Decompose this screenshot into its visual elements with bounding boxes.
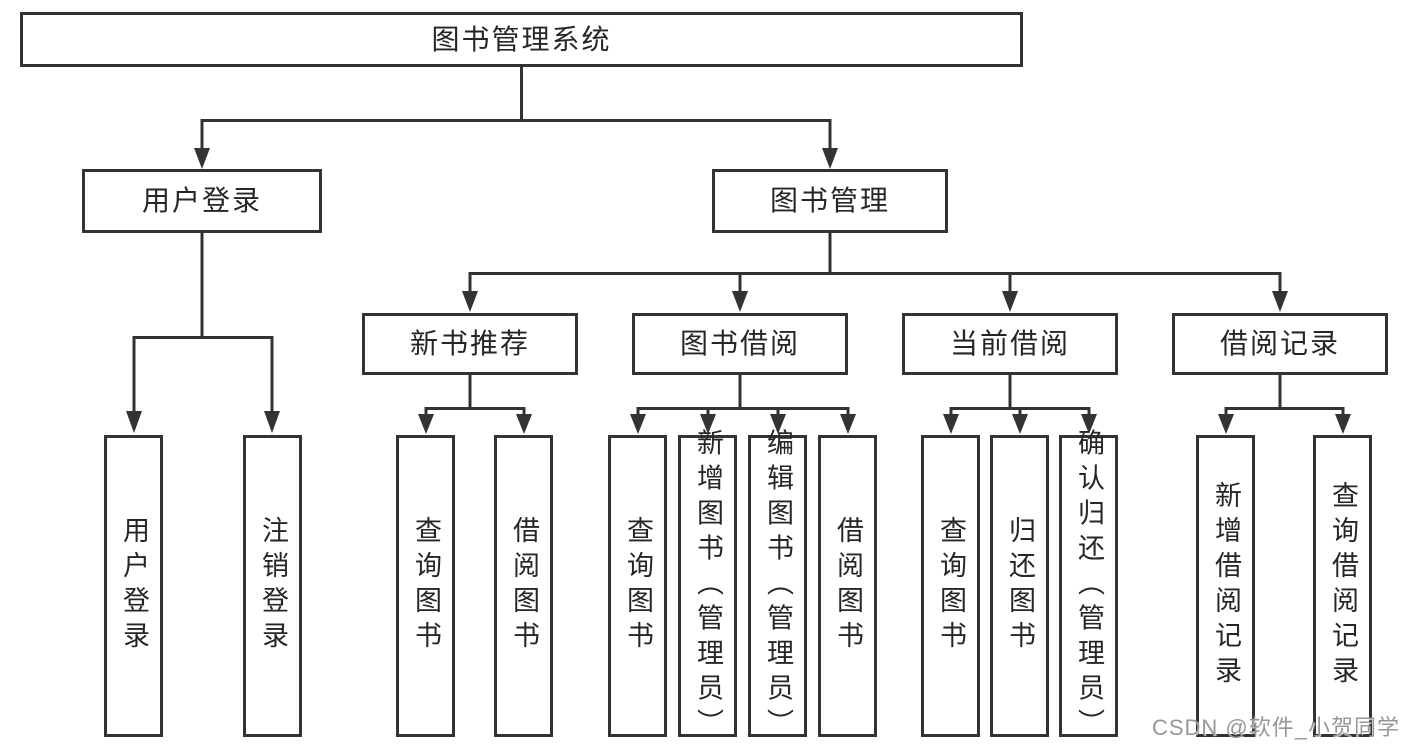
node-label: 用户登录 — [141, 185, 262, 216]
leaf-label: 注销登录 — [258, 516, 288, 656]
connector-root-to-level2 — [200, 65, 832, 149]
leaf-current-return-books: 归还图书 — [990, 435, 1049, 737]
node-user-login: 用户登录 — [82, 169, 322, 233]
leaf-label: 借阅图书 — [833, 516, 863, 656]
connector-mgmt-to-level3 — [468, 232, 1282, 292]
arrowheads — [126, 148, 1351, 434]
leaf-label: 确认归还（管理员） — [1074, 428, 1104, 744]
leaf-logout: 注销登录 — [243, 435, 302, 737]
leaf-label: 查询借阅记录 — [1328, 481, 1358, 691]
leaf-current-confirm-return-admin: 确认归还（管理员） — [1059, 429, 1118, 744]
leaf-label: 编辑图书（管理员） — [763, 428, 793, 744]
leaf-borrow-query-books: 查询图书 — [608, 435, 667, 737]
leaf-label: 查询图书 — [411, 516, 441, 656]
leaf-recommend-borrow-books: 借阅图书 — [494, 435, 553, 737]
node-label: 图书借阅 — [679, 328, 800, 359]
leaf-borrow-add-books-admin: 新增图书（管理员） — [678, 429, 737, 744]
node-new-book-recommend: 新书推荐 — [362, 313, 578, 375]
node-book-management: 图书管理 — [712, 169, 948, 233]
leaf-label: 查询图书 — [623, 516, 653, 656]
node-label: 新书推荐 — [409, 328, 530, 359]
connector-level3-children — [424, 374, 1345, 415]
node-label: 图书管理系统 — [431, 23, 612, 55]
leaf-label: 新增图书（管理员） — [693, 428, 723, 744]
connector-login-children — [132, 232, 274, 412]
leaf-label: 借阅图书 — [509, 516, 539, 656]
leaf-borrow-borrow-books: 借阅图书 — [818, 435, 877, 737]
leaf-borrow-edit-books-admin: 编辑图书（管理员） — [748, 429, 807, 744]
node-label: 图书管理 — [769, 185, 890, 216]
leaf-recommend-query-books: 查询图书 — [396, 435, 455, 737]
leaf-label: 新增借阅记录 — [1211, 481, 1241, 691]
leaf-current-query-books: 查询图书 — [921, 435, 980, 737]
leaf-label: 查询图书 — [936, 516, 966, 656]
node-borrow-records: 借阅记录 — [1172, 313, 1388, 375]
leaf-label: 用户登录 — [119, 516, 149, 656]
leaf-records-add-record: 新增借阅记录 — [1196, 435, 1255, 737]
node-label: 借阅记录 — [1219, 328, 1340, 359]
node-book-borrowing: 图书借阅 — [632, 313, 848, 375]
leaf-records-query-record: 查询借阅记录 — [1313, 435, 1372, 737]
leaf-user-login: 用户登录 — [104, 435, 163, 737]
node-label: 当前借阅 — [949, 328, 1070, 359]
csdn-watermark: CSDN @软件_小贺同学 — [1151, 715, 1400, 740]
node-current-borrowing: 当前借阅 — [902, 313, 1118, 375]
leaf-label: 归还图书 — [1005, 516, 1035, 656]
node-library-system: 图书管理系统 — [20, 12, 1023, 67]
